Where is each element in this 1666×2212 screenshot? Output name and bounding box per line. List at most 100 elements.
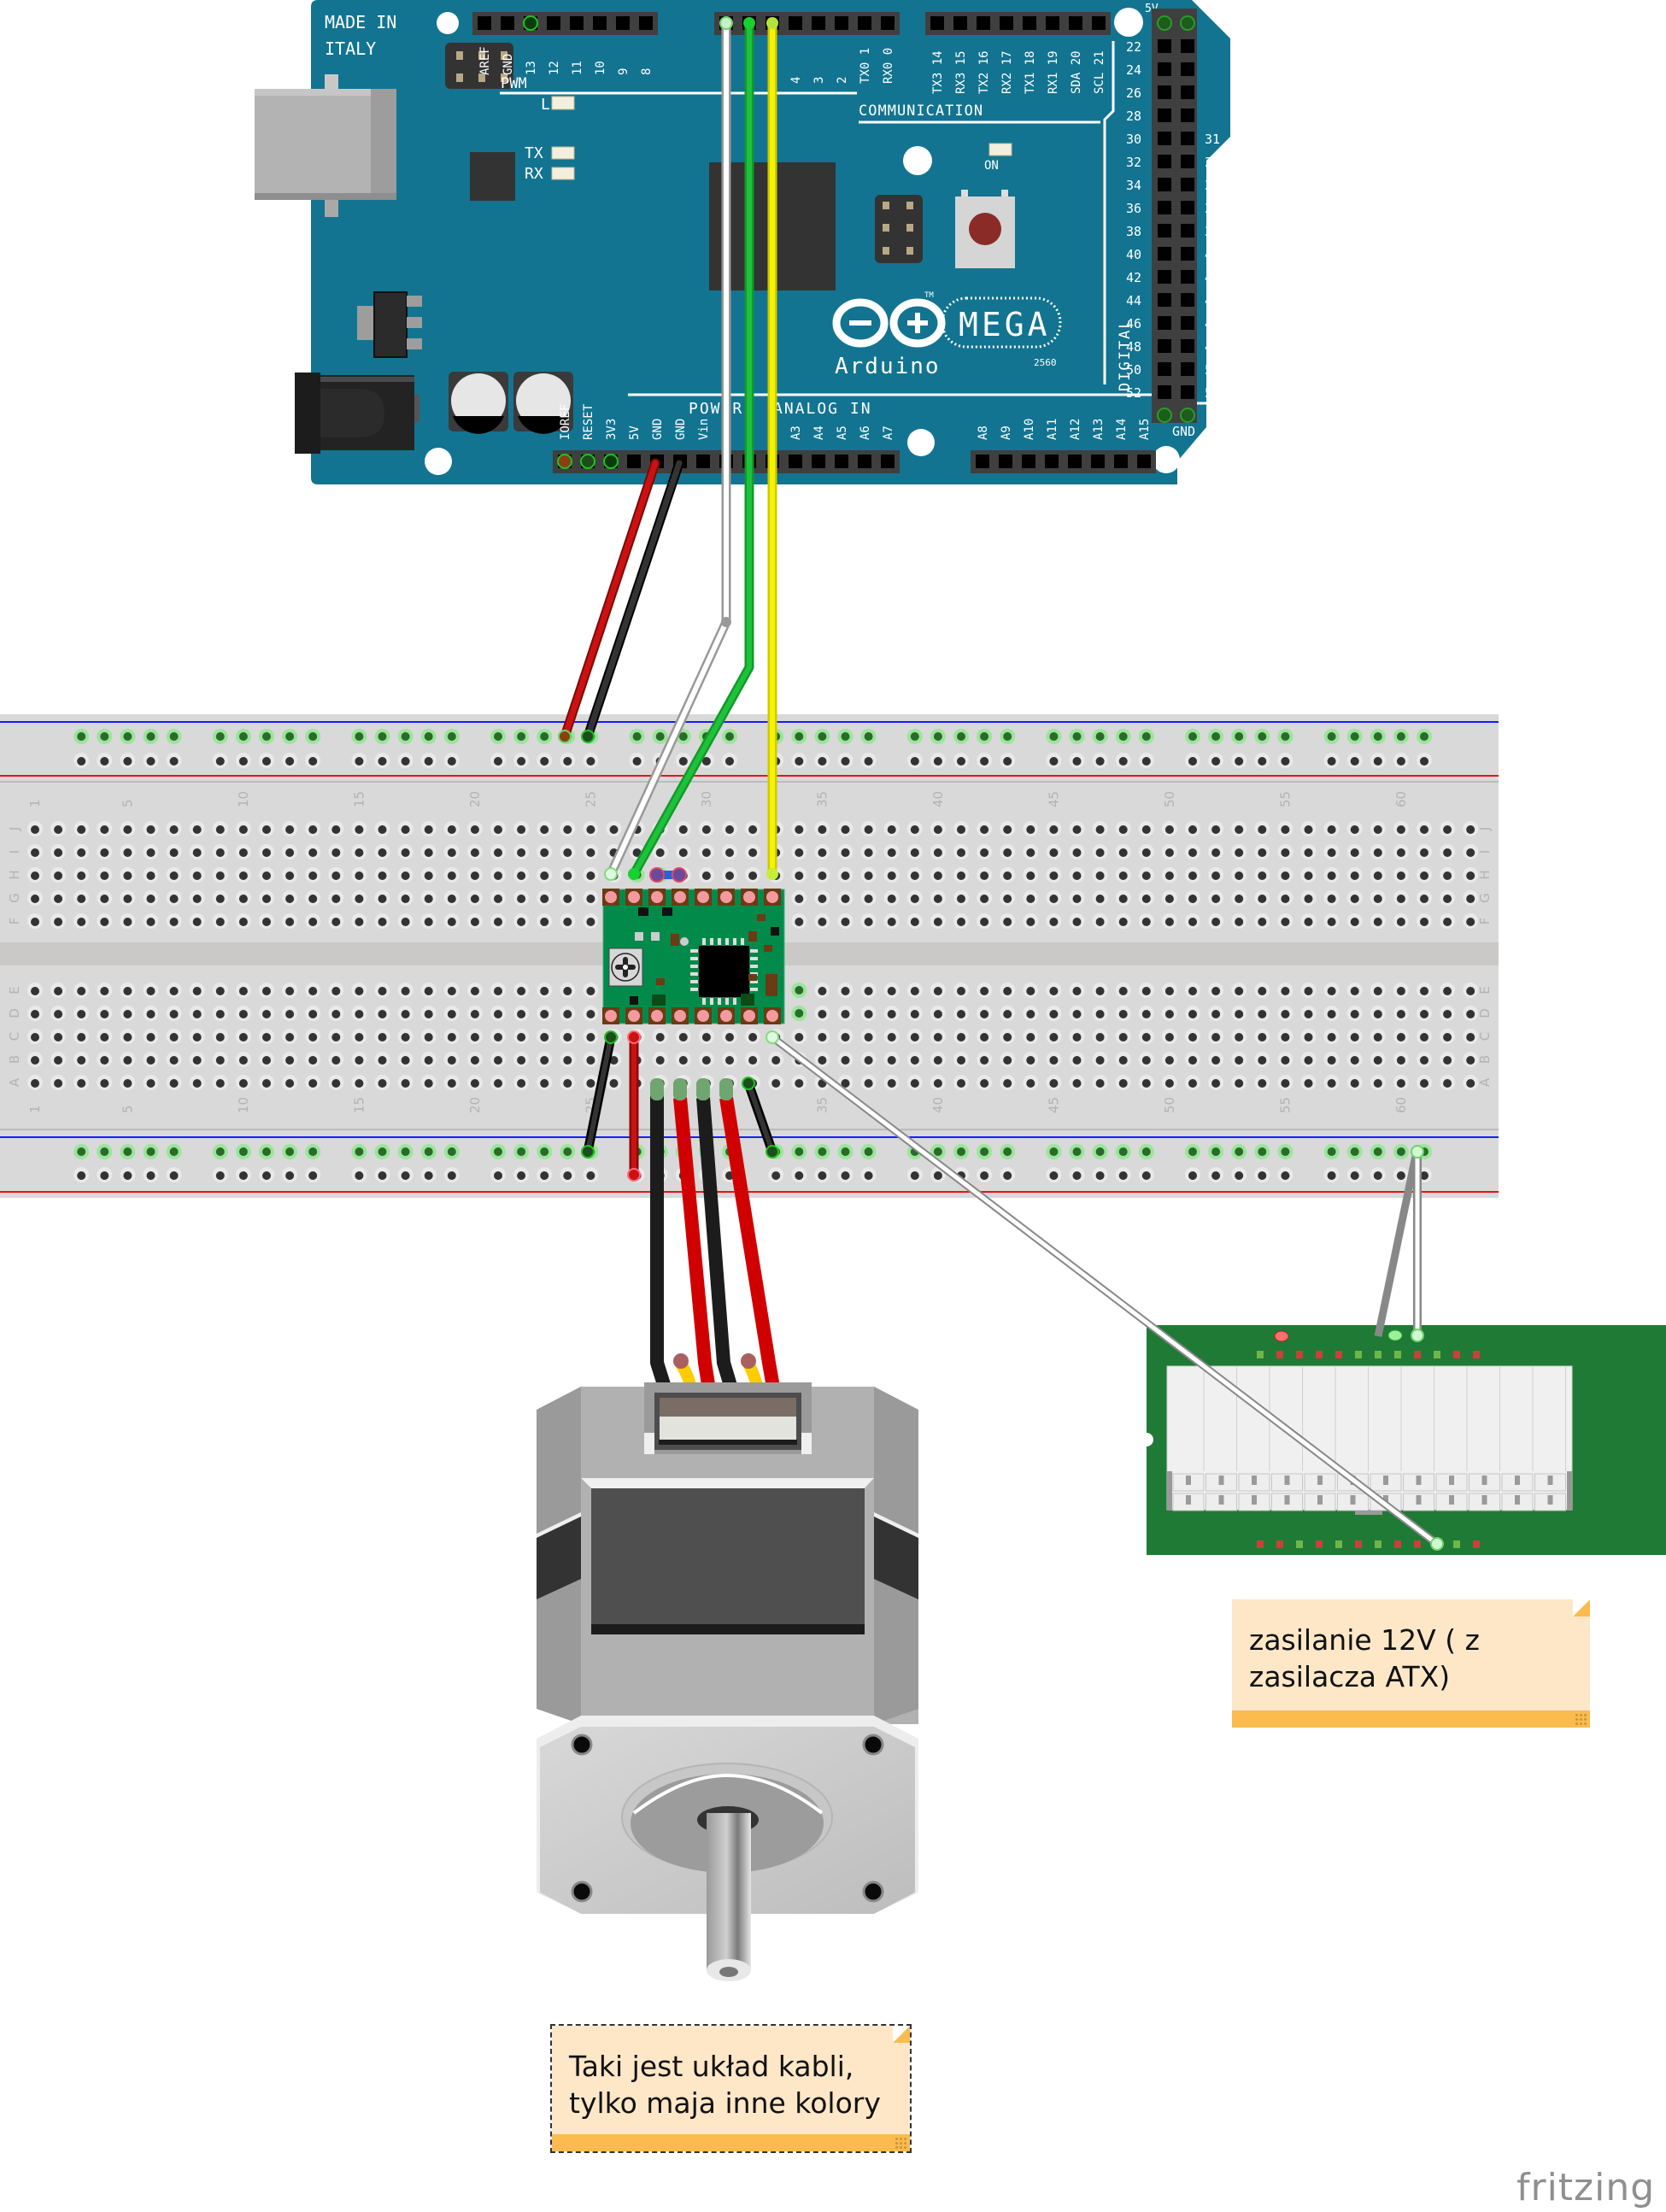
header-pin[interactable] (547, 16, 560, 30)
header-pin[interactable] (593, 16, 607, 30)
header-pin[interactable] (1158, 85, 1171, 99)
wire-yellow-signal[interactable] (766, 17, 778, 880)
atx-pin[interactable] (1276, 1540, 1283, 1548)
jumper-wire[interactable] (649, 867, 687, 883)
header-pin[interactable] (1158, 178, 1171, 191)
header-pin[interactable] (1022, 455, 1035, 468)
atx-pin[interactable] (1335, 1540, 1342, 1548)
header-pin[interactable] (1181, 39, 1194, 53)
wire-green-signal[interactable] (628, 17, 755, 880)
header-pin[interactable] (1157, 15, 1172, 31)
header-pin[interactable] (1114, 455, 1128, 468)
arduino-mega-board[interactable]: MADE IN ITALY L TX RX ON PWM COMMUNICATI… (255, 0, 1230, 484)
resize-handle[interactable] (1575, 1713, 1587, 1725)
atx-pin[interactable] (1473, 1351, 1480, 1358)
header-pin[interactable] (1092, 16, 1106, 30)
atx-pin[interactable] (1355, 1351, 1362, 1358)
header-pin[interactable] (1158, 316, 1171, 330)
header-pin[interactable] (999, 455, 1012, 468)
atx-pin[interactable] (1375, 1351, 1381, 1358)
header-pin[interactable] (1181, 224, 1194, 238)
header-pin[interactable] (1069, 16, 1082, 30)
atx-pin[interactable] (1453, 1540, 1460, 1548)
header-pin[interactable] (1158, 155, 1171, 168)
header-pin[interactable] (1158, 132, 1171, 145)
header-pin[interactable] (881, 16, 895, 30)
atx-pin[interactable] (1276, 1351, 1283, 1358)
atx-pin[interactable] (1335, 1351, 1342, 1358)
header-pin[interactable] (1180, 15, 1195, 31)
header-pin[interactable] (1181, 247, 1194, 261)
header-pin[interactable] (881, 455, 895, 468)
reset-button[interactable] (955, 190, 1015, 268)
wire-atx-12v[interactable] (766, 1030, 1444, 1551)
header-pin[interactable] (1158, 362, 1171, 376)
header-pin[interactable] (789, 455, 802, 468)
atx-pin[interactable] (1316, 1351, 1323, 1358)
header-pin[interactable] (1180, 408, 1195, 423)
header-pin[interactable] (1181, 270, 1194, 284)
header-pin[interactable] (858, 455, 871, 468)
atx-pin[interactable] (1355, 1540, 1362, 1548)
header-pin[interactable] (478, 16, 491, 30)
header-pin[interactable] (1181, 178, 1194, 191)
header-pin[interactable] (1181, 201, 1194, 214)
atx-pin[interactable] (1394, 1351, 1401, 1358)
header-pin[interactable] (977, 16, 990, 30)
header-pin[interactable] (1181, 316, 1194, 330)
atx-pin[interactable] (1257, 1540, 1264, 1548)
header-pin[interactable] (858, 16, 871, 30)
header-pin[interactable] (1158, 109, 1171, 122)
header-pin[interactable] (1091, 455, 1105, 468)
header-pin[interactable] (1000, 16, 1013, 30)
header-pin[interactable] (1158, 39, 1171, 53)
header-pin[interactable] (1181, 62, 1194, 76)
atx-pin[interactable] (1375, 1540, 1381, 1548)
wire-vdd-driver-red[interactable] (627, 1030, 641, 1182)
header-pin[interactable] (812, 455, 825, 468)
header-pin[interactable] (1046, 16, 1059, 30)
header-pin[interactable] (1158, 385, 1171, 399)
header-pin[interactable] (627, 455, 641, 468)
stepper-driver-module[interactable] (602, 889, 785, 1024)
wire-5v-red[interactable] (558, 458, 660, 743)
header-pin[interactable] (953, 16, 967, 30)
header-pin[interactable] (1181, 155, 1194, 168)
atx-pin[interactable] (1316, 1540, 1323, 1548)
wire-atx-gnd[interactable] (1374, 1145, 1424, 1342)
header-pin[interactable] (1158, 339, 1171, 353)
wire-gnd-driver-black-2[interactable] (742, 1077, 779, 1159)
header-pin[interactable] (1181, 109, 1194, 122)
header-pin[interactable] (1137, 455, 1151, 468)
header-pin[interactable] (1158, 247, 1171, 261)
header-pin[interactable] (812, 16, 825, 30)
header-pin[interactable] (1181, 85, 1194, 99)
header-pin[interactable] (1023, 16, 1036, 30)
atx-pin[interactable] (1296, 1351, 1303, 1358)
header-pin[interactable] (1181, 362, 1194, 376)
header-pin[interactable] (501, 16, 514, 30)
header-pin[interactable] (1158, 62, 1171, 76)
header-pin[interactable] (1181, 385, 1194, 399)
note-cable-layout[interactable]: Taki jest układ kabli, tylko maja inne k… (550, 2024, 912, 2153)
header-pin[interactable] (1157, 408, 1172, 423)
wire-white-signal[interactable] (604, 16, 733, 881)
header-pin[interactable] (1181, 339, 1194, 353)
atx-pin[interactable] (1453, 1351, 1460, 1358)
header-pin[interactable] (835, 16, 848, 30)
header-pin[interactable] (639, 16, 653, 30)
header-pin[interactable] (1158, 201, 1171, 214)
resize-handle[interactable] (895, 2137, 906, 2149)
atx-pin[interactable] (1434, 1351, 1440, 1358)
header-pin[interactable] (1158, 270, 1171, 284)
atx-pin[interactable] (1296, 1540, 1303, 1548)
header-pin[interactable] (1045, 455, 1059, 468)
header-pin[interactable] (976, 455, 989, 468)
header-pin[interactable] (1158, 293, 1171, 307)
atx-pin[interactable] (1394, 1540, 1401, 1548)
atx-pin[interactable] (1473, 1540, 1480, 1548)
note-atx-power[interactable]: zasilanie 12V ( z zasilacza ATX) (1232, 1599, 1590, 1728)
header-pin[interactable] (570, 16, 584, 30)
header-pin[interactable] (1068, 455, 1082, 468)
